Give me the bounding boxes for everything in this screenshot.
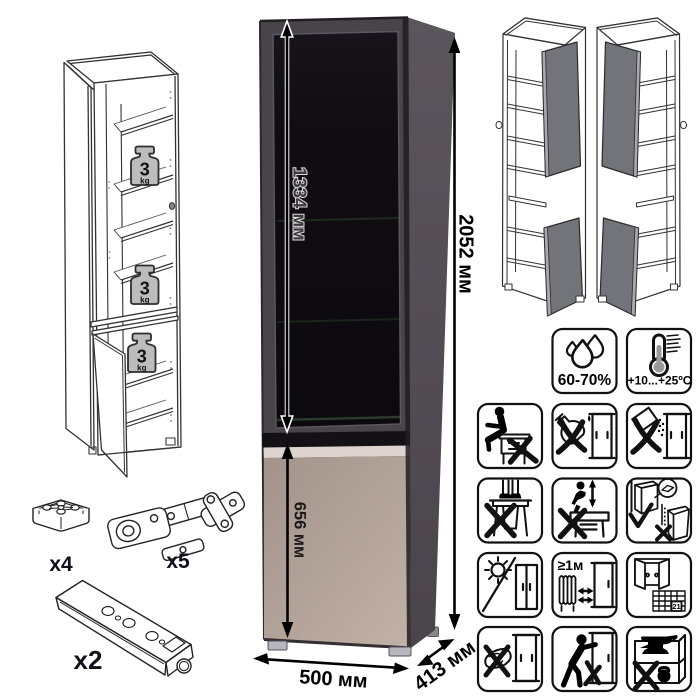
svg-text:x4: x4 bbox=[49, 553, 73, 576]
svg-text:1334 мм: 1334 мм bbox=[290, 167, 311, 241]
svg-text:2052 мм: 2052 мм bbox=[455, 214, 477, 294]
svg-text:+10...+25ºC: +10...+25ºC bbox=[628, 374, 692, 388]
svg-text:x5: x5 bbox=[166, 550, 190, 573]
svg-text:60-70%: 60-70% bbox=[558, 372, 612, 389]
svg-text:656 мм: 656 мм bbox=[291, 502, 309, 559]
svg-text:500 мм: 500 мм bbox=[298, 666, 368, 692]
svg-text:≥1м: ≥1м bbox=[558, 557, 584, 573]
svg-text:x2: x2 bbox=[74, 645, 103, 675]
svg-text:21: 21 bbox=[672, 602, 680, 611]
